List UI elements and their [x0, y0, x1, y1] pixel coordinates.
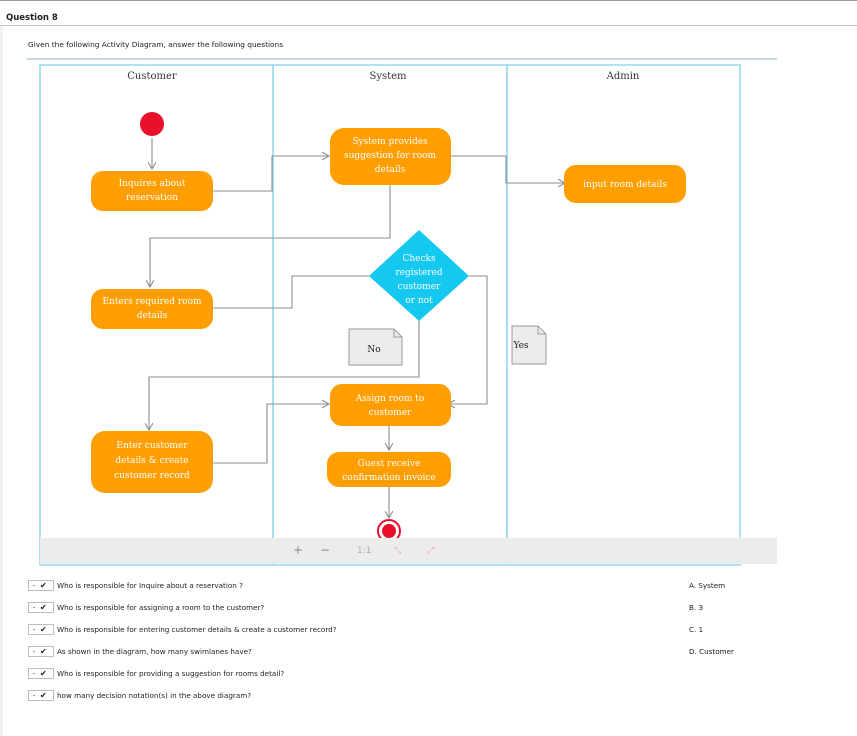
chevron-down-icon: ✔ [40, 647, 47, 656]
chevron-down-icon: ✔ [40, 625, 47, 634]
lane-title-customer: Customer [127, 71, 177, 82]
flow-inquire-to-suggest [213, 156, 329, 192]
enter-details-line-2: details [137, 311, 168, 321]
flow-suggest-to-enter [150, 185, 391, 287]
question-row-6: -✔ how many decision notation(s) in the … [28, 689, 251, 702]
flow-suggest-to-admin [451, 155, 565, 183]
title-divider [0, 25, 857, 26]
question-row-4: -✔ As shown in the diagram, how many swi… [28, 645, 252, 658]
action-invoice [327, 452, 451, 487]
action-inquire [91, 171, 213, 211]
activity-diagram: Customer System Admin [27, 58, 777, 573]
enter-details-line-1: Enters required room [102, 297, 202, 307]
question-text-6: how many decision notation(s) in the abo… [57, 691, 252, 700]
note-no: No [348, 328, 403, 366]
lane-title-system: System [369, 71, 407, 82]
flow-decision-no [149, 320, 420, 430]
diagram-zoom-toolbar: + − 1:1 ⤡ ⤢ [40, 538, 777, 564]
answer-option-a: A. System [689, 581, 726, 590]
question-text-1: Who is responsible for Inquire about a r… [57, 581, 243, 590]
invoice-line-1: Guest receive [358, 459, 421, 469]
decision-diamond [369, 230, 469, 321]
action-admin-input [564, 165, 686, 203]
question-text-4: As shown in the diagram, how many swimla… [57, 647, 252, 656]
question-text-2: Who is responsible for assigning a room … [57, 603, 265, 612]
expand-icon[interactable]: ⤢ [427, 546, 435, 556]
decision-line-2: registered [395, 268, 442, 278]
chevron-down-icon: ✔ [40, 669, 47, 678]
assign-line-1: Assign room to [355, 394, 425, 404]
decision-line-4: or not [405, 296, 433, 306]
action-enter-details [91, 289, 213, 329]
zoom-in-button[interactable]: + [293, 543, 304, 557]
suggest-line-2: suggestion for room [344, 151, 437, 161]
question-text-5: Who is responsible for providing a sugge… [57, 669, 285, 678]
flow-record-to-assign [213, 404, 329, 464]
suggest-line-3: details [375, 165, 406, 175]
assign-line-2: customer [369, 408, 412, 418]
chevron-down-icon: ✔ [40, 603, 47, 612]
create-record-line-1: Enter customer [116, 441, 188, 451]
action-create-record [91, 431, 213, 493]
inquire-line-2: reservation [126, 193, 178, 203]
question-instructions: Given the following Activity Diagram, an… [28, 40, 284, 49]
create-record-line-2: details & create [115, 456, 188, 466]
question-text-3: Who is responsible for entering customer… [57, 625, 337, 634]
chevron-down-icon: ✔ [40, 581, 47, 590]
answer-dropdown-1[interactable]: -✔ [28, 580, 54, 591]
start-node [140, 112, 164, 136]
zoom-actual-size-button[interactable]: 1:1 [357, 546, 372, 556]
answer-dropdown-3[interactable]: -✔ [28, 624, 54, 635]
question-title: Question 8 [6, 13, 58, 23]
diagram-canvas: Customer System Admin [39, 64, 741, 566]
flow-decision-yes [448, 275, 488, 404]
flow-enter-to-decision [213, 276, 380, 309]
decision-line-1: Checks [402, 254, 436, 264]
suggest-line-1: System provides [352, 137, 428, 147]
answer-dropdown-4[interactable]: -✔ [28, 646, 54, 657]
top-rule [0, 0, 857, 5]
chevron-down-icon: ✔ [40, 691, 47, 700]
note-yes-label: Yes [512, 341, 528, 351]
invoice-line-2: confirmation invoice [342, 473, 435, 483]
question-row-3: -✔ Who is responsible for entering custo… [28, 623, 337, 636]
fit-icon[interactable]: ⤡ [394, 546, 402, 556]
diagram-top-border [27, 58, 777, 60]
create-record-line-3: customer record [114, 471, 190, 481]
note-no-label: No [367, 345, 380, 355]
action-assign [330, 384, 451, 426]
left-margin-bar [0, 26, 3, 736]
inquire-line-1: Inquires about [119, 179, 186, 189]
end-node [377, 519, 401, 543]
answer-option-b: B. 3 [689, 603, 704, 612]
answer-dropdown-5[interactable]: -✔ [28, 668, 54, 679]
lane-title-admin: Admin [606, 71, 640, 82]
lane-admin [506, 64, 741, 566]
question-row-1: -✔ Who is responsible for Inquire about … [28, 579, 243, 592]
note-yes: Yes [511, 325, 547, 365]
answer-option-c: C. 1 [689, 625, 704, 634]
action-suggest [330, 128, 451, 185]
answer-dropdown-2[interactable]: -✔ [28, 602, 54, 613]
zoom-out-button[interactable]: − [320, 543, 331, 557]
question-row-5: -✔ Who is responsible for providing a su… [28, 667, 284, 680]
answer-dropdown-6[interactable]: -✔ [28, 690, 54, 701]
answer-option-d: D. Customer [689, 647, 735, 656]
question-row-2: -✔ Who is responsible for assigning a ro… [28, 601, 264, 614]
admin-input-label: input room details [583, 180, 667, 190]
decision-line-3: customer [398, 282, 441, 292]
